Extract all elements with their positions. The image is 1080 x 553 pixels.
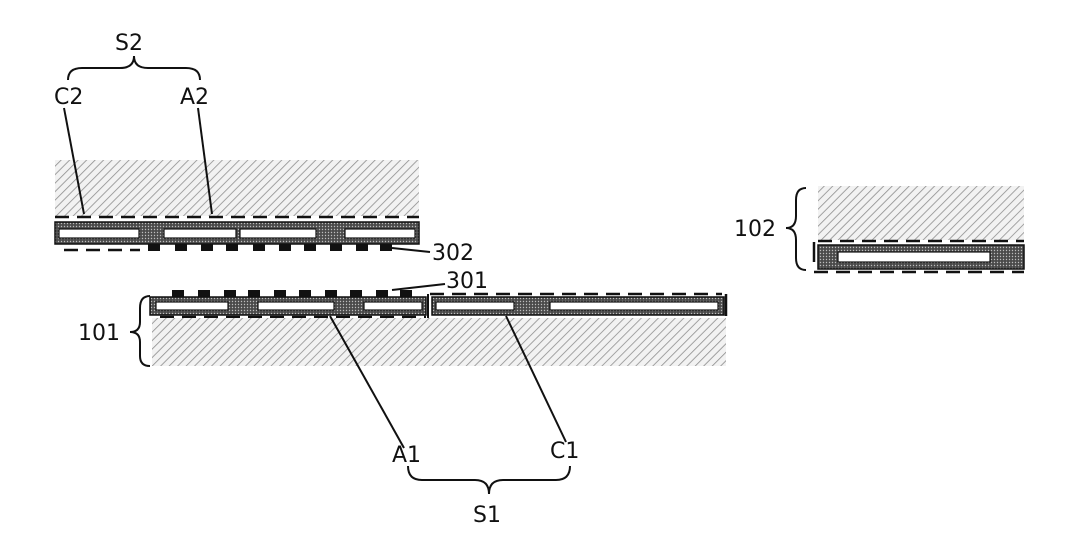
s2-annotation (63, 55, 446, 291)
brace-101 (129, 295, 151, 367)
label-a2: A2 (180, 85, 209, 110)
label-301: 301 (446, 269, 488, 294)
label-302: 302 (432, 241, 474, 266)
c1-leader (505, 315, 567, 443)
leader-302 (391, 247, 431, 253)
upper-electrode-a2 (163, 228, 237, 239)
c2-leader (63, 107, 85, 215)
upper-substrate-body (55, 160, 419, 216)
a1-leader (329, 315, 405, 449)
label-s2: S2 (115, 31, 143, 56)
label-102: 102 (734, 217, 776, 242)
label-101: 101 (78, 321, 120, 346)
s1-annotation (329, 315, 571, 495)
a2-leader (197, 107, 213, 215)
label-c1: C1 (550, 439, 579, 464)
s1-brace (407, 465, 571, 495)
lower-substrate-101 (149, 290, 728, 366)
right-electrode (837, 251, 991, 263)
bumps-301 (172, 290, 412, 297)
bumps-302 (148, 244, 392, 251)
brace-102 (785, 187, 807, 271)
label-c2: C2 (54, 85, 83, 110)
leader-301 (391, 283, 446, 291)
right-substrate-102 (812, 186, 1025, 274)
upper-electrode-3 (239, 228, 317, 239)
s2-brace (67, 55, 201, 81)
upper-substrate (54, 160, 420, 252)
label-a1: A1 (392, 443, 421, 468)
lower-substrate-body (152, 318, 726, 366)
upper-electrode-c2 (58, 228, 140, 239)
label-s1: S1 (473, 503, 501, 528)
right-substrate-body (818, 186, 1024, 240)
upper-electrode-4 (344, 228, 416, 239)
